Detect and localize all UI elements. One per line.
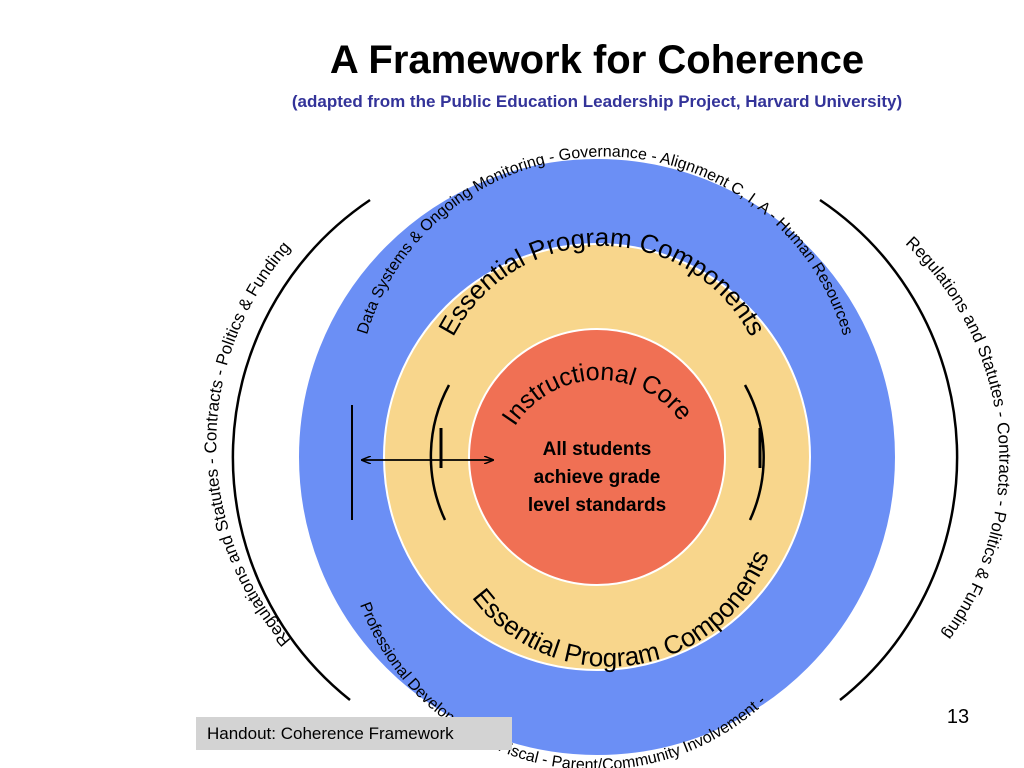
outer-bracket-left [231,198,371,701]
core-text-line-1: All students [543,439,652,460]
outer-left-label: Regulations and Statutes - Contracts - P… [201,238,294,650]
page-number: 13 [946,706,970,728]
outer-bracket-right [819,198,959,701]
slide-title: A Framework for Coherence [329,38,865,82]
core-text-line-3: level standards [528,495,666,516]
core-text-line-2: achieve grade [534,467,661,488]
slide-subtitle: (adapted from the Public Education Leade… [291,92,903,111]
handout-label: Handout: Coherence Framework [196,717,512,750]
outer-right-label: Regulations and Statutes - Contracts - P… [902,233,1014,643]
inner-bracket-right [743,384,765,521]
